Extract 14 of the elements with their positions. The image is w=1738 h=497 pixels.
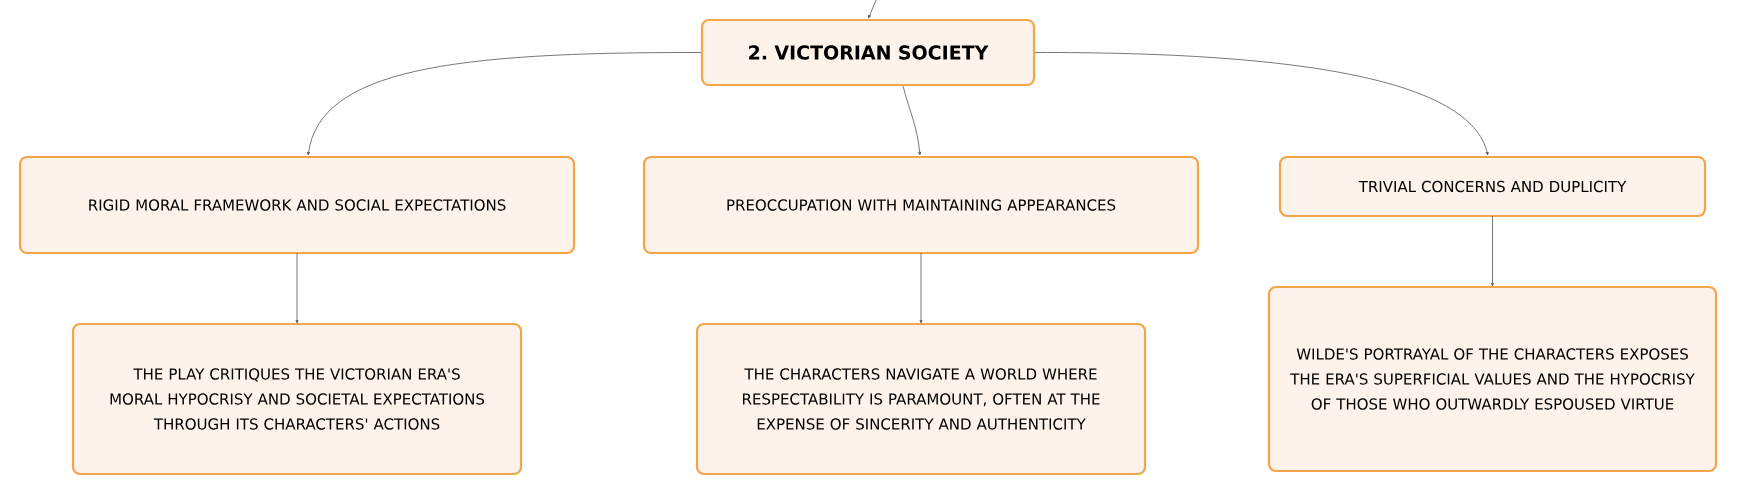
arrow xyxy=(919,252,923,324)
arrow xyxy=(902,85,922,156)
arrow xyxy=(868,0,877,19)
note-box: WILDE'S PORTRAYAL OF THE CHARACTERS EXPOSES THE ERA'S SUPERFICIAL VALUES AND THE HYPOCRISY OF THOSE WHO OUTWARDLY ESPOUSED VIRTUE xyxy=(1267,285,1718,473)
note-box: THE PLAY CRITIQUES THE VICTORIAN ERA'S MORAL HYPOCRISY AND SOCIETAL EXPECTATIONS THROUGH ITS CHARACTERS' ACTIONS xyxy=(71,322,523,476)
topic-box: 2. VICTORIAN SOCIETY xyxy=(700,18,1036,87)
arrow xyxy=(295,252,299,324)
arrow xyxy=(1034,52,1489,156)
subtopic-box: PREOCCUPATION WITH MAINTAINING APPEARANCES xyxy=(642,155,1200,255)
subtopic-box: RIGID MORAL FRAMEWORK AND SOCIAL EXPECTATIONS xyxy=(18,155,576,255)
note-box: THE CHARACTERS NAVIGATE A WORLD WHERE RESPECTABILITY IS PARAMOUNT, OFTEN AT THE EXPENSE OF SINCERITY AND AUTHENTICITY xyxy=(695,322,1147,476)
arrow xyxy=(307,52,702,156)
subtopic-box: TRIVIAL CONCERNS AND DUPLICITY xyxy=(1278,155,1707,218)
arrow xyxy=(1491,215,1494,287)
